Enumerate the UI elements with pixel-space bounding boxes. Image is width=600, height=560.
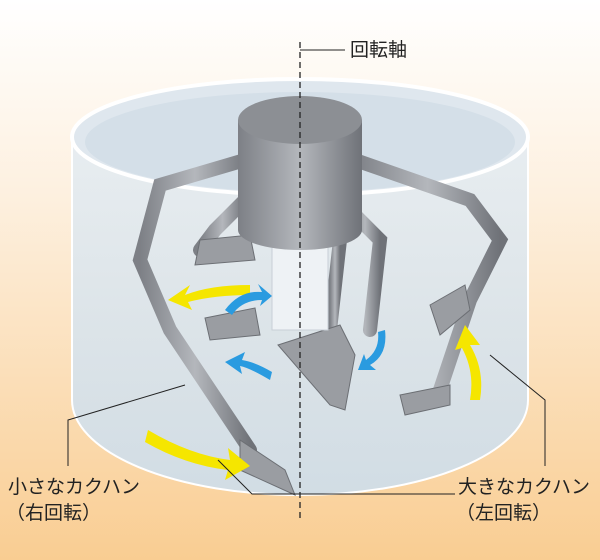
small-mixer-label: 小さなカクハン xyxy=(8,476,141,498)
small-mixer-direction: （右回転） xyxy=(6,502,102,524)
large-mixer-leader-right xyxy=(489,354,546,466)
yellow-arrow-bottom xyxy=(145,430,250,480)
blue-arrow-left xyxy=(225,352,272,380)
blue-arrow-right xyxy=(358,330,386,370)
mixer-blades xyxy=(194,234,471,496)
blue-arrow-top xyxy=(225,284,272,315)
large-mixer-direction: （左回転） xyxy=(456,502,552,524)
flow-arrows xyxy=(145,284,482,480)
hub-top xyxy=(238,96,362,144)
shaft-label: 回転軸 xyxy=(350,39,408,61)
yellow-arrow-left-top xyxy=(168,285,250,310)
large-mixer-label: 大きなカクハン xyxy=(458,476,591,498)
large-mixer-leader xyxy=(217,459,455,495)
yellow-arrow-right xyxy=(455,325,482,400)
small-mixer-leader xyxy=(67,384,186,466)
